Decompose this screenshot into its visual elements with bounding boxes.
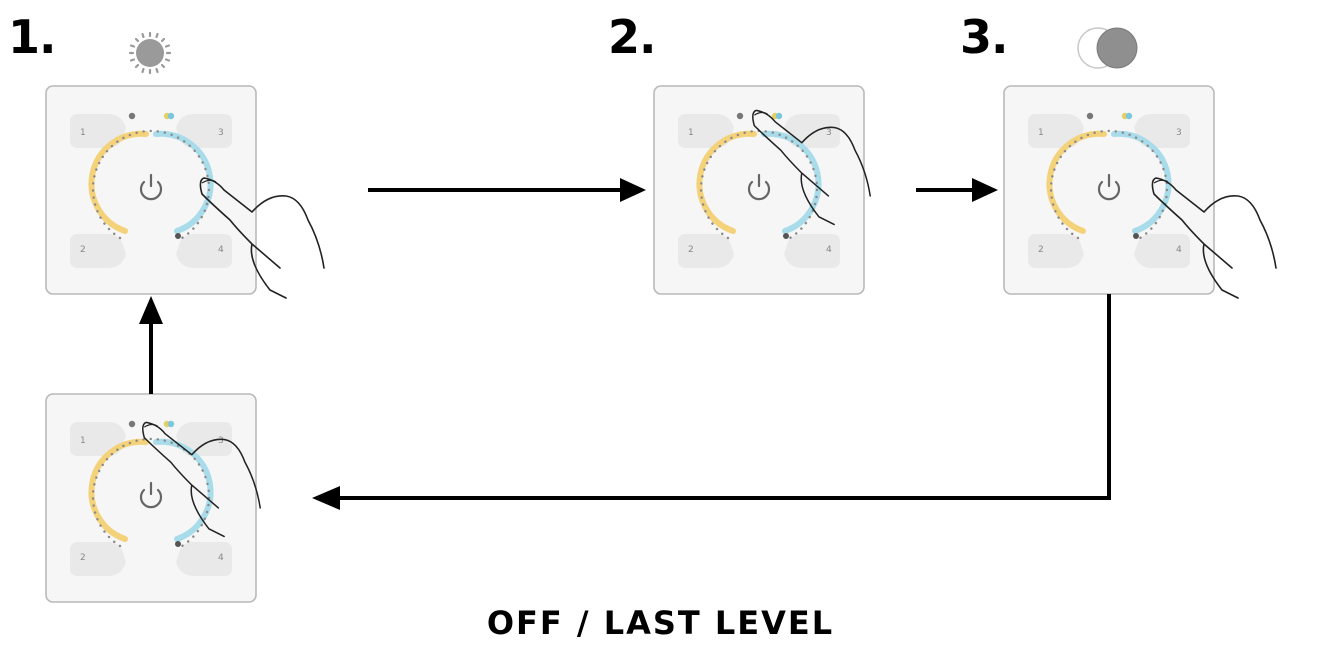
button-label-2: 2: [80, 553, 86, 563]
button-label-2: 2: [80, 245, 86, 255]
button-label-4: 4: [218, 245, 224, 255]
arrow-step2-to-step3: [916, 178, 998, 202]
step-number-1: 1.: [8, 10, 56, 64]
control-panel-step-1: 1 3 2 4: [46, 86, 256, 294]
button-label-1: 1: [1038, 128, 1044, 138]
step-number-3: 3.: [960, 10, 1008, 64]
color-overlap-icon: [1077, 27, 1138, 69]
button-label-4: 4: [826, 245, 832, 255]
button-label-3: 3: [1176, 128, 1182, 138]
control-panel-step-3: 1 3 2 4: [1004, 86, 1214, 294]
sun-icon: [128, 31, 172, 75]
button-label-1: 1: [80, 128, 86, 138]
button-label-2: 2: [688, 245, 694, 255]
button-label-2: 2: [1038, 245, 1044, 255]
arrow-off-to-step1: [139, 296, 163, 394]
control-panel-step-2: 1 3 2 4: [654, 86, 864, 294]
arrow-step3-to-off: [312, 294, 1111, 510]
button-label-4: 4: [218, 553, 224, 563]
button-label-1: 1: [80, 436, 86, 446]
step-number-2: 2.: [608, 10, 656, 64]
button-label-3: 3: [826, 128, 832, 138]
control-panel-off: 1 3 2 4: [46, 394, 256, 602]
button-label-3: 3: [218, 436, 224, 446]
button-label-3: 3: [218, 128, 224, 138]
arrow-step1-to-step2: [368, 178, 646, 202]
button-label-1: 1: [688, 128, 694, 138]
mode-caption: OFF / LAST LEVEL: [486, 604, 835, 642]
button-label-4: 4: [1176, 245, 1182, 255]
